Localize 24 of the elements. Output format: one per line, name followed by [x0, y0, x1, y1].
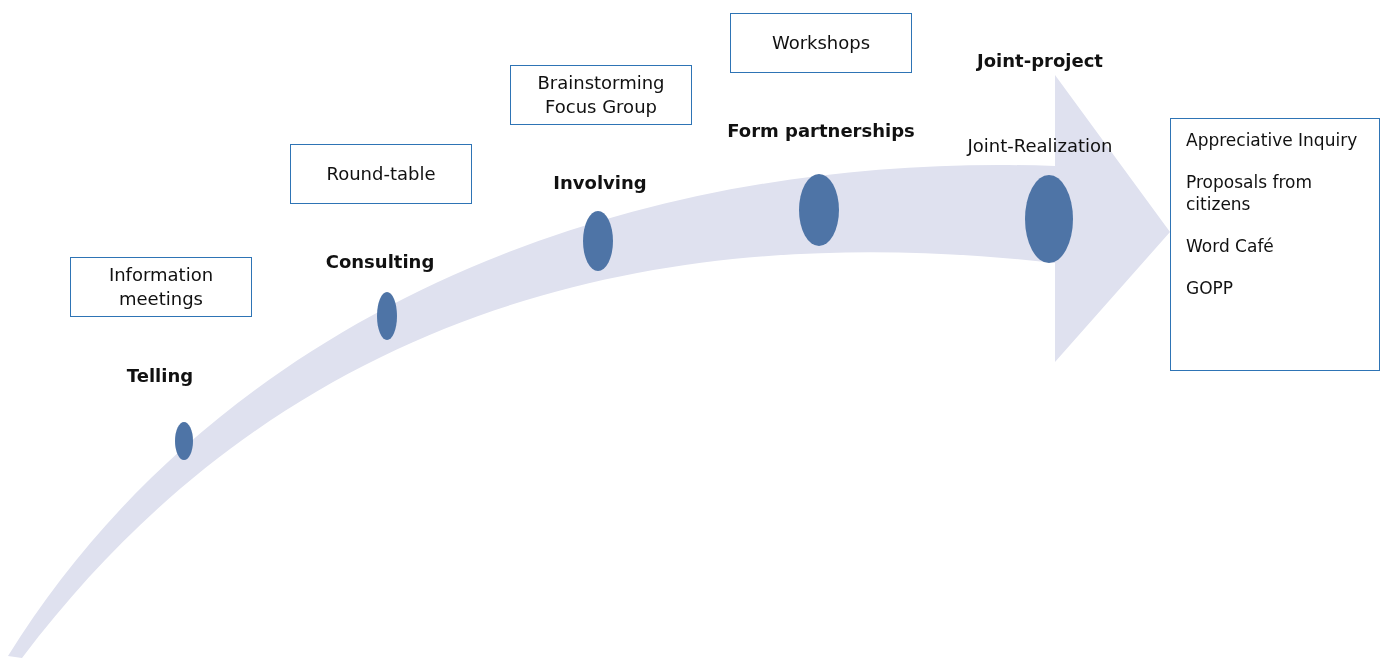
box-text: Workshops: [771, 30, 871, 55]
box-text: Appreciative Inquiry: [1186, 129, 1358, 152]
stage-title: Joint-project: [977, 49, 1103, 71]
method-box: [730, 13, 912, 73]
box-text: Information meetings: [107, 262, 215, 311]
stage-label: Telling: [126, 364, 194, 386]
oval-marker: [377, 292, 397, 340]
stage-label: Form partnerships: [727, 119, 915, 141]
stage-label: Involving: [553, 171, 647, 193]
box-text: Round-table: [326, 161, 436, 186]
box-text: Word Café: [1186, 235, 1274, 258]
oval-marker: [175, 422, 193, 460]
box-text: Brainstorming Focus Group: [536, 70, 666, 119]
method-box: [70, 257, 252, 317]
oval-marker: [583, 211, 613, 271]
box-text: GOPP: [1186, 277, 1234, 300]
method-box: [290, 144, 472, 204]
oval-marker: [1025, 175, 1073, 263]
stage-label: Consulting: [325, 250, 435, 272]
box-text: Proposals from citizens: [1186, 171, 1313, 216]
stage-label: Joint-Realization: [967, 134, 1113, 156]
method-box: [510, 65, 692, 125]
oval-marker: [799, 174, 839, 246]
method-list-box: [1170, 118, 1380, 371]
